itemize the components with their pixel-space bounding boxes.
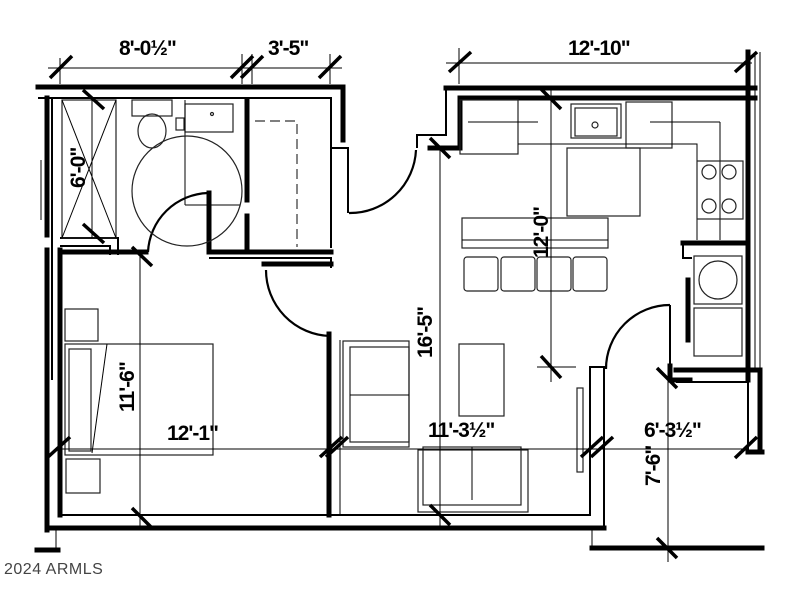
kitchen-depth-label: 12'-0" (530, 207, 553, 258)
bedroom-depth-label: 11'-6" (116, 362, 139, 412)
living-depth-label: 16'-5" (414, 307, 437, 358)
exterior-walls (34, 49, 765, 553)
closet-shelving (255, 120, 298, 247)
dimension-labels: 8'-0½" 3'-5" 12'-10" 6'-0" 12'-0" 16'-5"… (67, 37, 702, 486)
bathroom-fixtures (61, 99, 243, 247)
copyright-notice: 2024 ARMLS (4, 561, 104, 578)
bath-depth-label: 6'-0" (67, 148, 90, 188)
bedroom-furniture (64, 308, 214, 494)
entry-depth-label: 7'-6" (642, 446, 665, 486)
kitchen-fixtures (459, 99, 744, 357)
dimension-ticks (46, 87, 759, 560)
living-furniture (342, 340, 529, 513)
reference-lines (60, 88, 748, 562)
closet-width-label: 3'-5" (268, 37, 308, 60)
bath-width-label: 8'-0½" (119, 37, 176, 60)
doors (146, 149, 671, 473)
entry-width-label: 6'-3½" (644, 419, 701, 442)
kitchen-width-label: 12'-10" (568, 37, 630, 60)
living-width-label: 11'-3½" (428, 419, 494, 442)
bedroom-width-label: 12'-1" (167, 422, 218, 445)
